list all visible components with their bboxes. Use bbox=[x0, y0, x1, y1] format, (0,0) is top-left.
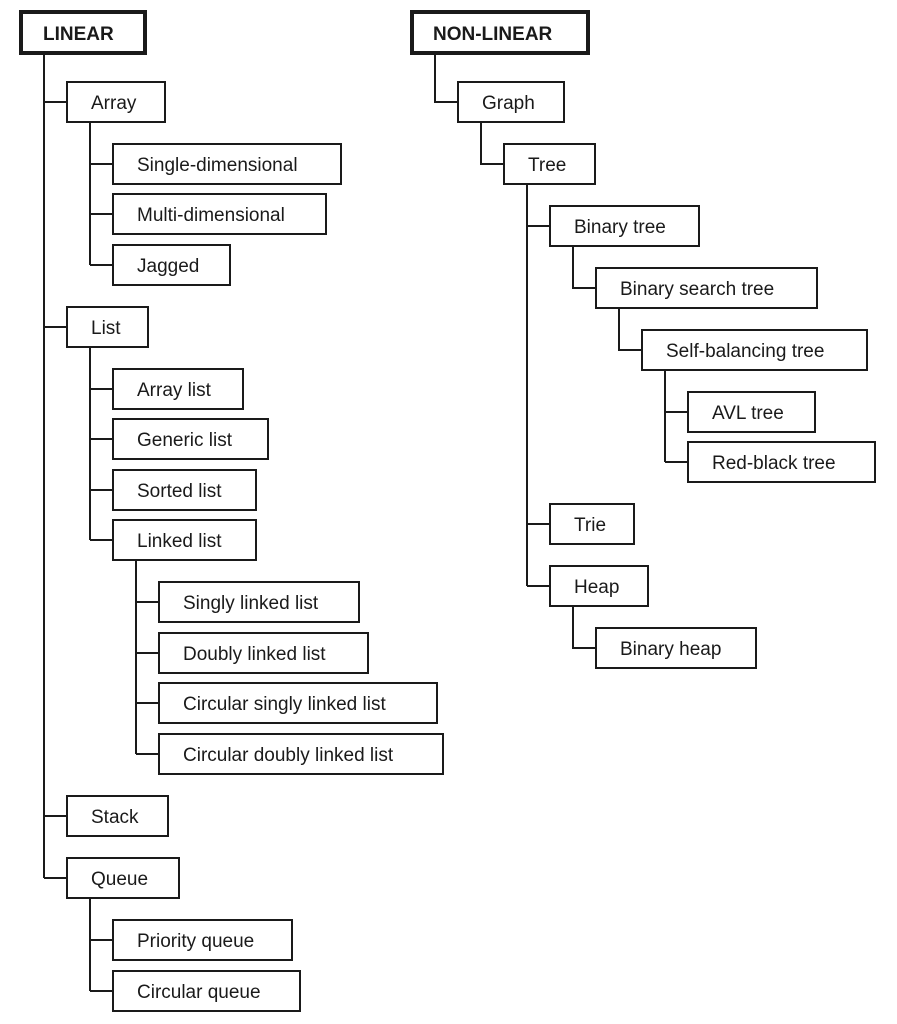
node-sorted-list: Sorted list bbox=[112, 469, 257, 511]
node-list: List bbox=[66, 306, 149, 348]
node-linked-list: Linked list bbox=[112, 519, 257, 561]
node-singly-linked-list: Singly linked list bbox=[158, 581, 360, 623]
node-queue: Queue bbox=[66, 857, 180, 899]
node-doubly-linked-list: Doubly linked list bbox=[158, 632, 369, 674]
node-jagged: Jagged bbox=[112, 244, 231, 286]
node-avl-tree: AVL tree bbox=[687, 391, 816, 433]
svg-text:AVL tree: AVL tree bbox=[712, 403, 784, 424]
node-circular-queue: Circular queue bbox=[112, 970, 301, 1012]
svg-text:Linked list: Linked list bbox=[137, 531, 222, 552]
node-graph: Graph bbox=[457, 81, 565, 123]
svg-text:Single-dimensional: Single-dimensional bbox=[137, 155, 298, 176]
svg-text:Circular doubly linked list: Circular doubly linked list bbox=[183, 745, 394, 766]
node-heap: Heap bbox=[549, 565, 649, 607]
node-tree: Tree bbox=[503, 143, 596, 185]
svg-text:Heap: Heap bbox=[574, 577, 619, 598]
svg-text:Array: Array bbox=[91, 93, 137, 114]
node-priority-queue: Priority queue bbox=[112, 919, 293, 961]
linear-root-node: LINEAR bbox=[19, 10, 147, 55]
node-self-balancing-tree: Self-balancing tree bbox=[641, 329, 868, 371]
svg-text:Binary heap: Binary heap bbox=[620, 639, 721, 660]
nonlinear-root-node: NON-LINEAR bbox=[410, 10, 590, 55]
svg-text:Tree: Tree bbox=[528, 155, 566, 176]
linear-connectors bbox=[43, 53, 159, 992]
svg-text:Binary tree: Binary tree bbox=[574, 217, 666, 238]
node-multi-dimensional: Multi-dimensional bbox=[112, 193, 327, 235]
svg-text:Queue: Queue bbox=[91, 869, 148, 890]
svg-text:Priority queue: Priority queue bbox=[137, 931, 254, 952]
node-array-list: Array list bbox=[112, 368, 244, 410]
node-binary-tree: Binary tree bbox=[549, 205, 700, 247]
node-red-black-tree: Red-black tree bbox=[687, 441, 876, 483]
svg-text:Red-black tree: Red-black tree bbox=[712, 453, 836, 474]
svg-text:Array list: Array list bbox=[137, 380, 212, 401]
node-single-dimensional: Single-dimensional bbox=[112, 143, 342, 185]
node-array: Array bbox=[66, 81, 166, 123]
linear-title: LINEAR bbox=[43, 24, 114, 45]
svg-text:Jagged: Jagged bbox=[137, 256, 199, 277]
svg-text:Generic list: Generic list bbox=[137, 430, 233, 451]
svg-text:Circular queue: Circular queue bbox=[137, 982, 261, 1003]
svg-text:Doubly linked list: Doubly linked list bbox=[183, 644, 326, 665]
svg-text:Sorted list: Sorted list bbox=[137, 481, 222, 502]
node-trie: Trie bbox=[549, 503, 635, 545]
node-binary-search-tree: Binary search tree bbox=[595, 267, 818, 309]
svg-text:Trie: Trie bbox=[574, 515, 606, 536]
node-stack: Stack bbox=[66, 795, 169, 837]
node-circular-doubly-linked-list: Circular doubly linked list bbox=[158, 733, 444, 775]
node-circular-singly-linked-list: Circular singly linked list bbox=[158, 682, 438, 724]
svg-text:List: List bbox=[91, 318, 121, 339]
svg-text:Stack: Stack bbox=[91, 807, 139, 828]
svg-text:Self-balancing tree: Self-balancing tree bbox=[666, 341, 824, 362]
svg-text:Graph: Graph bbox=[482, 93, 535, 114]
node-binary-heap: Binary heap bbox=[595, 627, 757, 669]
nonlinear-title: NON-LINEAR bbox=[433, 24, 553, 45]
svg-text:Binary search tree: Binary search tree bbox=[620, 279, 774, 300]
node-generic-list: Generic list bbox=[112, 418, 269, 460]
nonlinear-connectors bbox=[434, 53, 688, 649]
svg-text:Circular singly linked list: Circular singly linked list bbox=[183, 694, 386, 715]
svg-text:Singly linked list: Singly linked list bbox=[183, 593, 319, 614]
svg-text:Multi-dimensional: Multi-dimensional bbox=[137, 205, 285, 226]
